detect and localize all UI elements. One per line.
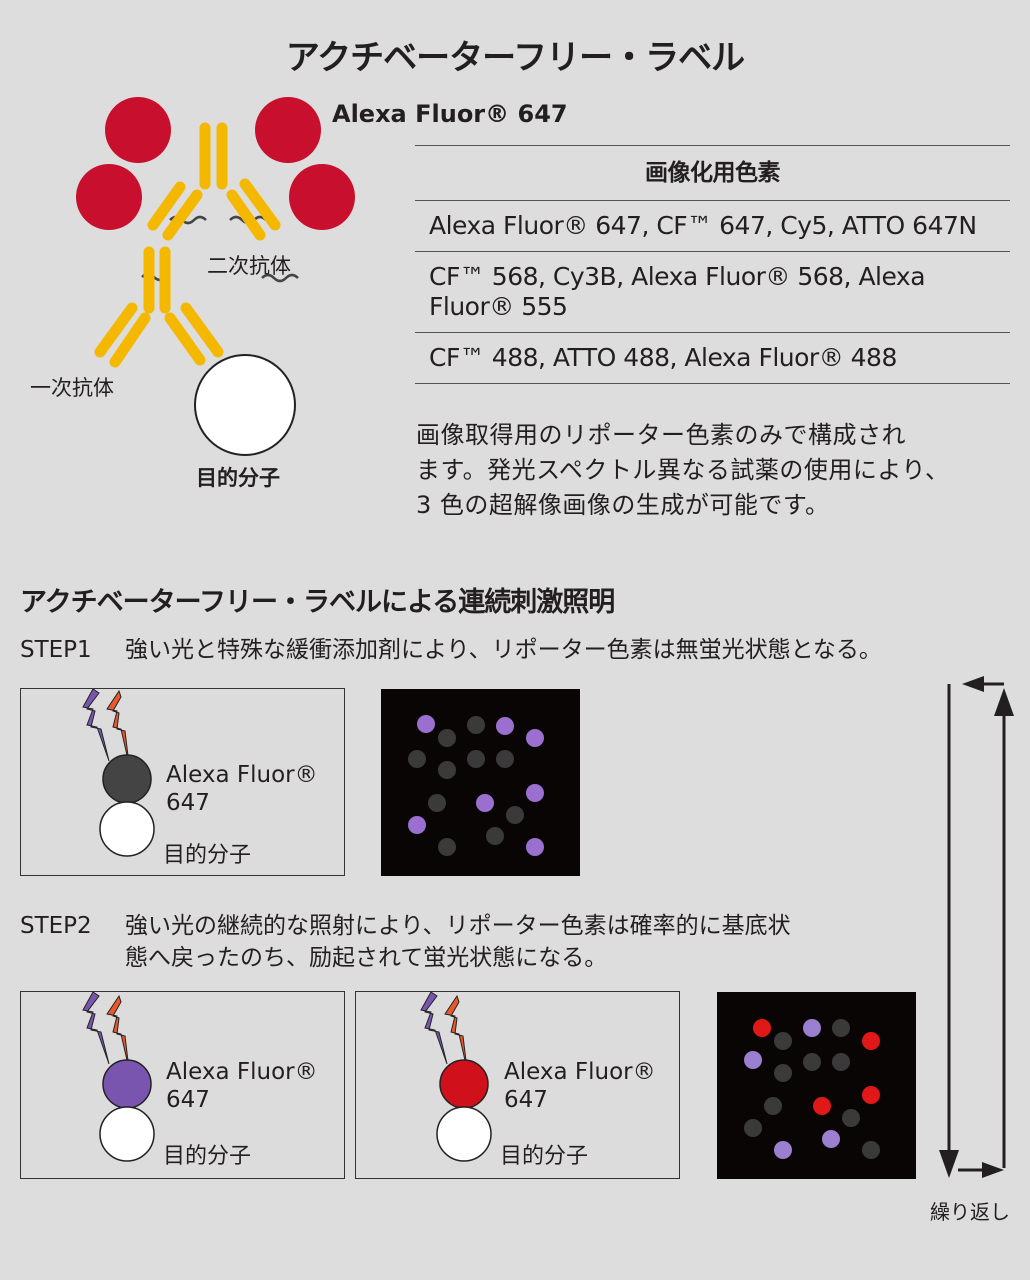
description: 画像取得用のリポーター色素のみで構成され ます。発光スペクトル異なる試薬の使用に…	[416, 418, 1016, 523]
fluor-name-line2: 647	[166, 790, 210, 816]
target-molecule-icon	[99, 1106, 155, 1162]
step1-fluorescence-image	[381, 689, 580, 876]
fluor-name: Alexa Fluor® 647	[166, 761, 318, 817]
step2-text: STEP2 強い光の継続的な照射により、リポーター色素は確率的に基底状 態へ戻った…	[20, 910, 791, 974]
molecule-diagram	[82, 689, 155, 857]
step2-panel-violet: Alexa Fluor® 647 目的分子	[20, 991, 345, 1179]
dye-table-header: 画像化用色素	[415, 145, 1010, 200]
description-line: 画像取得用のリポーター色素のみで構成され	[416, 421, 906, 449]
lightning-orange-icon	[106, 689, 130, 765]
step2-panel-red: Alexa Fluor® 647 目的分子	[355, 991, 680, 1179]
primary-antibody-label: 一次抗体	[30, 376, 114, 400]
lightning-orange-icon	[444, 994, 468, 1070]
dye-violet-icon	[102, 1059, 152, 1109]
molecule-diagram	[82, 992, 155, 1162]
fluor-name-line1: Alexa Fluor®	[166, 762, 318, 788]
lightning-violet-icon	[82, 992, 110, 1065]
section-title: アクチベーターフリー・ラベルによる連続刺激照明	[20, 587, 615, 618]
lit-dot	[408, 715, 544, 856]
molecule-diagram	[420, 992, 492, 1162]
description-line: 3 色の超解像画像の生成が可能です。	[416, 491, 830, 519]
repeat-arrows	[939, 676, 1014, 1178]
fluor-label: Alexa Fluor® 647	[332, 100, 568, 128]
dark-dot	[408, 716, 524, 856]
lightning-orange-icon	[106, 994, 130, 1070]
step2-description-line1: 強い光の継続的な照射により、リポーター色素は確率的に基底状	[125, 913, 791, 939]
lightning-violet-icon	[82, 689, 110, 762]
page-title: アクチベーターフリー・ラベル	[285, 38, 745, 78]
dye-table-row: Alexa Fluor® 647, CF™ 647, Cy5, ATTO 647…	[415, 200, 1010, 251]
repeat-label: 繰り返し	[930, 1200, 1010, 1224]
dye-table-row: CF™ 488, ATTO 488, Alexa Fluor® 488	[415, 332, 1010, 384]
step1-panel: Alexa Fluor® 647 目的分子	[20, 688, 345, 876]
step2-label: STEP2	[20, 913, 92, 939]
dye-red-icon	[439, 1059, 489, 1109]
step2-fluorescence-image	[717, 992, 916, 1179]
red-dot	[753, 1019, 880, 1115]
primary-antibody-icon	[94, 246, 224, 368]
fluor-name-line2: 647	[504, 1087, 548, 1113]
fluor-name-line2: 647	[166, 1087, 210, 1113]
secondary-antibody-label: 二次抗体	[207, 254, 291, 278]
dye-table: 画像化用色素 Alexa Fluor® 647, CF™ 647, Cy5, A…	[415, 145, 1010, 384]
target-label: 目的分子	[163, 843, 252, 868]
step2-description-line2: 態へ戻ったのち、励起されて蛍光状態になる。	[125, 945, 608, 971]
target-molecule-label: 目的分子	[196, 466, 280, 490]
fluorophore-icon	[76, 97, 355, 230]
arrow-down-icon	[939, 1150, 959, 1178]
fluor-name: Alexa Fluor® 647	[166, 1058, 318, 1114]
target-molecule-icon	[436, 1106, 492, 1162]
description-line: ます。発光スペクトル異なる試薬の使用により、	[416, 456, 950, 484]
antibody-diagram	[76, 97, 355, 456]
dark-dot	[744, 1019, 880, 1159]
step1-text: STEP1 強い光と特殊な緩衝添加剤により、リポーター色素は無蛍光状態となる。	[20, 634, 882, 666]
target-label: 目的分子	[163, 1144, 252, 1169]
target-label: 目的分子	[500, 1144, 589, 1169]
target-molecule-icon	[99, 801, 155, 857]
lightning-violet-icon	[420, 992, 448, 1065]
arrow-right-icon	[982, 1162, 1004, 1178]
purple-dot	[744, 1019, 840, 1159]
fluor-name-line1: Alexa Fluor®	[504, 1059, 656, 1085]
secondary-antibody-icon	[147, 122, 281, 241]
fluor-name-line1: Alexa Fluor®	[166, 1059, 318, 1085]
dye-dark-icon	[102, 754, 152, 804]
arrow-left-icon	[962, 676, 984, 692]
step1-description: 強い光と特殊な緩衝添加剤により、リポーター色素は無蛍光状態となる。	[125, 637, 882, 663]
target-molecule-icon	[194, 354, 296, 456]
arrow-up-icon	[994, 688, 1014, 716]
dye-table-row: CF™ 568, Cy3B, Alexa Fluor® 568, Alexa F…	[415, 251, 1010, 332]
fluor-name: Alexa Fluor® 647	[504, 1058, 656, 1114]
step1-label: STEP1	[20, 637, 92, 663]
